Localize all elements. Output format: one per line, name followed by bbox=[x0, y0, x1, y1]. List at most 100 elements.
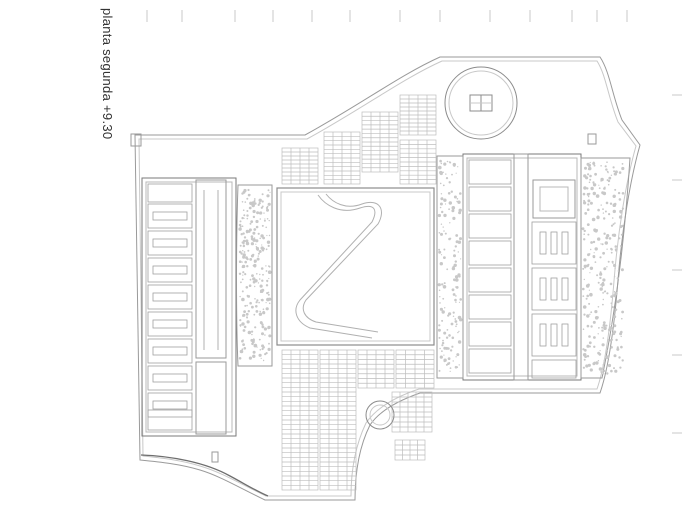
planting-dot bbox=[587, 195, 590, 198]
skylight-grid bbox=[395, 349, 435, 389]
planting-dot bbox=[447, 314, 450, 317]
planting-dot bbox=[241, 297, 245, 302]
planting-dot bbox=[446, 160, 449, 163]
planting-dot bbox=[452, 216, 456, 220]
planting-dot bbox=[251, 333, 253, 336]
planting-dot bbox=[450, 190, 453, 193]
planting-dot bbox=[590, 241, 593, 244]
planting-dot bbox=[607, 260, 610, 263]
planting-dot bbox=[256, 211, 260, 215]
planting-dot bbox=[456, 198, 459, 200]
planting-dot bbox=[439, 347, 441, 350]
planting-dot bbox=[238, 250, 242, 254]
planting-dot bbox=[439, 262, 443, 266]
planting-dot bbox=[246, 214, 249, 217]
planting-dot bbox=[597, 333, 599, 335]
planting-dot bbox=[245, 286, 249, 289]
planting-dot bbox=[265, 270, 268, 272]
planting-dot bbox=[605, 355, 610, 360]
planting-dot bbox=[440, 162, 443, 165]
planting-dot bbox=[457, 166, 459, 168]
planting-dot bbox=[455, 301, 457, 303]
planting-dot bbox=[613, 324, 617, 328]
planting-dot bbox=[599, 276, 602, 280]
planting-dot bbox=[261, 325, 265, 329]
planting-dot bbox=[238, 260, 242, 264]
skylight-grid bbox=[319, 349, 357, 491]
planting-dot bbox=[590, 311, 593, 314]
planting-dot bbox=[266, 194, 270, 198]
planting-dot bbox=[586, 187, 589, 190]
planting-dot bbox=[582, 366, 586, 369]
planting-dot bbox=[596, 274, 599, 277]
planting-dot bbox=[589, 174, 592, 178]
planting-dot bbox=[251, 330, 254, 333]
planting-dot bbox=[267, 291, 270, 294]
planting-dot bbox=[616, 347, 620, 351]
planting-dot bbox=[582, 287, 585, 291]
planting-dot bbox=[245, 312, 249, 316]
planting-dot bbox=[260, 234, 264, 238]
planting-dot bbox=[257, 255, 259, 257]
planting-dot bbox=[611, 339, 614, 341]
planting-dot bbox=[261, 249, 264, 252]
planting-dot bbox=[614, 267, 616, 269]
planting-dot bbox=[439, 202, 443, 206]
planting-dot bbox=[438, 250, 442, 254]
planting-dot bbox=[603, 267, 607, 271]
room bbox=[147, 392, 193, 418]
planting-dot bbox=[267, 244, 270, 247]
planting-dot bbox=[610, 224, 614, 227]
room bbox=[147, 203, 193, 229]
planting-dot bbox=[451, 206, 456, 210]
planting-dot bbox=[459, 318, 463, 322]
room bbox=[468, 213, 512, 239]
planting-dot bbox=[259, 321, 263, 325]
floor-plan-title: planta segunda +9.30 bbox=[100, 8, 120, 168]
planting-dot bbox=[612, 194, 616, 198]
planting-dot bbox=[602, 278, 606, 282]
planting-dot bbox=[601, 286, 603, 288]
skylight-grid bbox=[399, 94, 437, 136]
planting-dot bbox=[262, 311, 266, 315]
planting-dot bbox=[451, 336, 455, 340]
planting-dot bbox=[582, 305, 587, 309]
planting-dot bbox=[587, 163, 592, 167]
reference-ticks-right bbox=[672, 94, 682, 434]
planting-dot bbox=[593, 164, 596, 167]
planting-dot bbox=[611, 217, 614, 219]
planting-dot bbox=[448, 312, 452, 316]
planting-dot bbox=[605, 201, 609, 205]
planting-dot bbox=[608, 328, 611, 332]
planting-dot bbox=[266, 240, 271, 244]
planting-dot bbox=[438, 289, 441, 292]
planting-dot bbox=[245, 241, 250, 246]
planting-dot bbox=[240, 252, 243, 255]
planting-dot bbox=[454, 298, 457, 302]
planting-dot bbox=[442, 226, 444, 228]
planting-dot bbox=[613, 275, 616, 278]
planting-dot bbox=[261, 193, 264, 196]
planting-dot bbox=[246, 316, 248, 319]
planting-dot bbox=[246, 217, 249, 220]
planting-dot bbox=[247, 310, 250, 313]
skylight-grids bbox=[281, 94, 437, 491]
planting-dot bbox=[621, 310, 624, 314]
planting-dot bbox=[447, 192, 451, 195]
planting-dot bbox=[438, 369, 441, 372]
planting-dot bbox=[607, 338, 609, 341]
planting-dot bbox=[443, 331, 447, 335]
planting-dot bbox=[582, 267, 585, 270]
planting-dot bbox=[586, 294, 589, 298]
planting-dot bbox=[241, 201, 244, 203]
planting-dot bbox=[243, 217, 245, 219]
planting-dot bbox=[592, 320, 596, 324]
planting-dot bbox=[616, 300, 620, 304]
planting-dot bbox=[243, 214, 246, 217]
planting-dot bbox=[611, 233, 615, 237]
planting-dot bbox=[604, 290, 607, 293]
planting-dot bbox=[620, 330, 623, 334]
planting-dot bbox=[593, 336, 596, 339]
planting-dot bbox=[458, 301, 461, 303]
planting-dot bbox=[445, 173, 447, 175]
